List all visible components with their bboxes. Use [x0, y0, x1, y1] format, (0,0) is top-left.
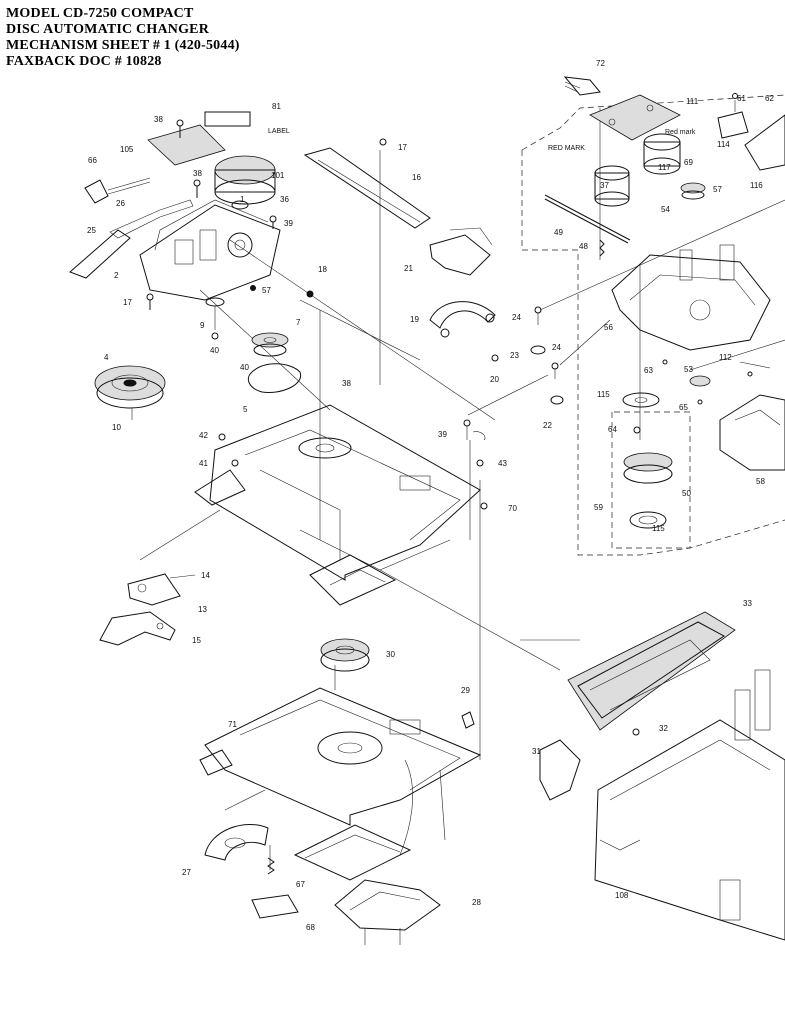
callout-63: 63 — [644, 366, 653, 375]
sub-assembly-boundary — [521, 94, 785, 556]
callout-9: 9 — [200, 321, 205, 330]
main-chassis-70 — [194, 404, 488, 606]
callout-112: 112 — [719, 353, 732, 362]
callout-101: 101 — [271, 171, 285, 180]
callout-49: 49 — [554, 228, 563, 237]
callout-108: 108 — [615, 891, 629, 900]
disc-tray-assembly — [199, 638, 482, 881]
leader-lines — [139, 108, 785, 870]
callout-70: 70 — [508, 504, 517, 513]
callout-56: 56 — [604, 323, 613, 332]
callout-43: 43 — [498, 459, 507, 468]
callout-71: 71 — [228, 720, 237, 729]
loader-parts — [204, 824, 299, 919]
callout-7: 7 — [296, 318, 301, 327]
callout-53: 53 — [684, 365, 693, 374]
callout-117: 117 — [658, 163, 671, 172]
document-title: MODEL CD-7250 COMPACT DISC AUTOMATIC CHA… — [6, 6, 240, 70]
callout-25: 25 — [87, 226, 96, 235]
callout-40-belt: 40 — [240, 363, 249, 372]
lever-assembly — [99, 573, 196, 646]
callout-66: 66 — [88, 156, 97, 165]
callout-42: 42 — [199, 431, 208, 440]
callout-22: 22 — [543, 421, 552, 430]
callout-24-upper: 24 — [512, 313, 521, 322]
tray-motor-assembly — [530, 76, 785, 529]
callout-29: 29 — [461, 686, 470, 695]
callout-68: 68 — [306, 923, 315, 932]
callout-41: 41 — [199, 459, 208, 468]
callout-115-lower: 115 — [652, 524, 665, 533]
callout-38-mid: 38 — [193, 169, 202, 178]
callout-14: 14 — [201, 571, 210, 580]
callout-115-upper: 115 — [597, 390, 610, 399]
callout-15: 15 — [192, 636, 201, 645]
callout-69: 69 — [684, 158, 693, 167]
callout-13: 13 — [198, 605, 207, 614]
callout-21: 21 — [404, 264, 413, 273]
callout-19: 19 — [410, 315, 419, 324]
callout-57-left: 57 — [262, 286, 271, 295]
callout-116: 116 — [750, 181, 763, 190]
callout-81: 81 — [272, 102, 281, 111]
callout-16: 16 — [412, 173, 421, 182]
callout-61: 61 — [737, 94, 746, 103]
callout-65: 65 — [679, 403, 688, 412]
callout-26: 26 — [116, 199, 125, 208]
callout-31: 31 — [532, 747, 541, 756]
title-line-model: MODEL CD-7250 COMPACT — [6, 6, 194, 21]
title-line-sheet: MECHANISM SHEET # 1 (420-5044) — [6, 38, 240, 53]
callout-111: 111 — [686, 97, 699, 106]
red-mark-note-left: RED MARK — [548, 145, 585, 152]
callout-114: 114 — [717, 140, 730, 149]
callout-36: 36 — [280, 195, 289, 204]
callout-18: 18 — [318, 265, 327, 274]
callout-24-lower: 24 — [552, 343, 561, 352]
callout-62: 62 — [765, 94, 774, 103]
callout-48: 48 — [579, 242, 588, 251]
callout-10: 10 — [112, 423, 121, 432]
callout-17-top: 17 — [398, 143, 407, 152]
callout-27: 27 — [182, 868, 191, 877]
callout-105: 105 — [120, 145, 134, 154]
callout-40-lower: 40 — [210, 346, 219, 355]
frame-assembly — [539, 611, 785, 941]
title-line-description: DISC AUTOMATIC CHANGER — [6, 22, 210, 37]
plate-105 — [147, 124, 226, 166]
callout-5: 5 — [243, 405, 248, 414]
callout-2: 2 — [114, 271, 119, 280]
callout-28: 28 — [472, 898, 481, 907]
part-callouts: 1 2 4 5 7 9 10 13 14 15 16 17 17 18 19 2… — [87, 59, 774, 932]
callout-33: 33 — [743, 599, 752, 608]
callout-39-lower: 39 — [438, 430, 447, 439]
callout-1: 1 — [240, 195, 245, 204]
callout-37: 37 — [600, 181, 609, 190]
callout-38-top: 38 — [154, 115, 163, 124]
callout-72: 72 — [596, 59, 605, 68]
pickup-motor-assembly — [69, 111, 314, 420]
callout-50: 50 — [682, 489, 691, 498]
callout-38-right: 38 — [342, 379, 351, 388]
callout-67: 67 — [296, 880, 305, 889]
callout-17-left: 17 — [123, 298, 132, 307]
callout-23: 23 — [510, 351, 519, 360]
callout-20: 20 — [490, 375, 499, 384]
callout-58: 58 — [756, 477, 765, 486]
callout-39-upper: 39 — [284, 219, 293, 228]
callout-59: 59 — [594, 503, 603, 512]
title-line-faxback: FAXBACK DOC # 10828 — [6, 54, 162, 69]
red-mark-note-right: Red mark — [665, 129, 696, 136]
text-annotations: LABEL RED MARK Red mark — [268, 128, 696, 152]
slide-rail-assembly — [303, 138, 499, 362]
callout-30: 30 — [386, 650, 395, 659]
callout-64: 64 — [608, 425, 617, 434]
label-tag-note: LABEL — [268, 128, 290, 135]
callout-57-right: 57 — [713, 185, 722, 194]
callout-4: 4 — [104, 353, 109, 362]
lift-bracket-28 — [334, 879, 441, 945]
callout-54: 54 — [661, 205, 670, 214]
callout-32: 32 — [659, 724, 668, 733]
